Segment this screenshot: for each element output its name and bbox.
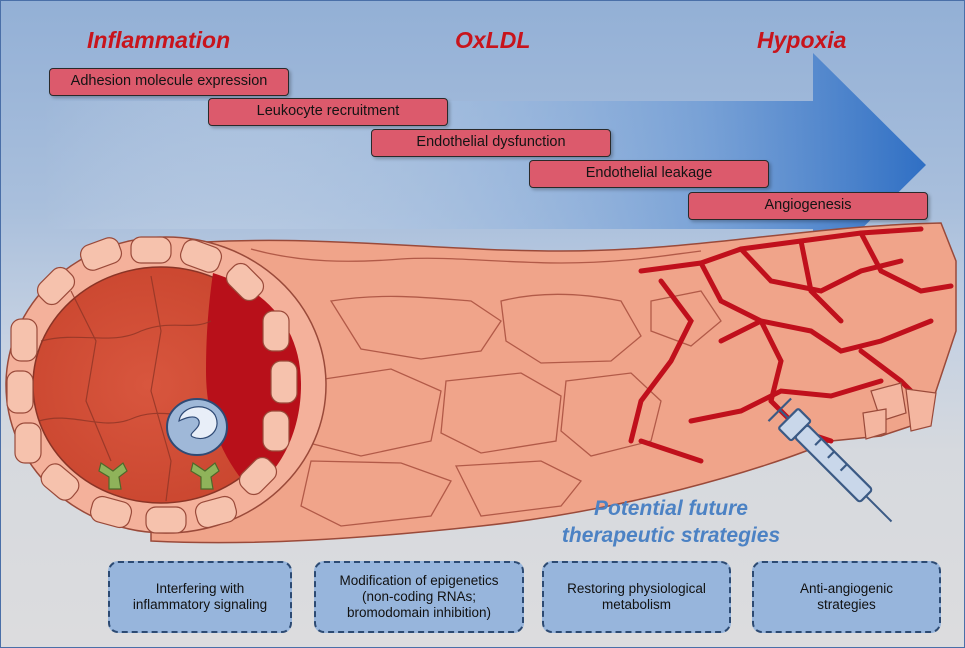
step-angiogenesis: Angiogenesis (688, 192, 928, 220)
therapy-box-line: inflammatory signaling (132, 597, 268, 612)
header-hypoxia: Hypoxia (757, 27, 847, 53)
step-endothelial-leakage: Endothelial leakage (529, 160, 769, 188)
therapy-box-line: Modification of epigenetics (339, 573, 499, 588)
therapy-title: Potential future therapeutic strategies (521, 495, 821, 549)
therapy-box-line: Restoring physiological (567, 581, 706, 596)
adhesion-molecule-icon (98, 462, 220, 490)
syringe-icon (767, 397, 893, 523)
therapy-box-epigenetics: Modification of epigenetics (non-coding … (314, 561, 524, 633)
therapy-box-inflammatory-signaling: Interfering with inflammatory signaling (108, 561, 292, 633)
therapy-box-line: Anti-angiogenic (799, 581, 894, 596)
vessel-body (150, 222, 957, 544)
therapy-title-line2: therapeutic strategies (561, 524, 781, 547)
cross-section (5, 236, 327, 534)
therapy-box-line: Interfering with (155, 581, 245, 596)
header-oxldl: OxLDL (455, 27, 531, 53)
step-adhesion-molecule-expression: Adhesion molecule expression (49, 68, 289, 96)
therapy-title-line1: Potential future (593, 497, 748, 520)
therapy-box-anti-angiogenic: Anti-angiogenic strategies (752, 561, 941, 633)
therapy-box-line: bromodomain inhibition) (346, 605, 492, 620)
step-leukocyte-recruitment: Leukocyte recruitment (208, 98, 448, 126)
header-inflammation: Inflammation (87, 27, 231, 53)
vessel-fragments (862, 382, 937, 440)
step-endothelial-dysfunction: Endothelial dysfunction (371, 129, 611, 157)
therapy-box-metabolism: Restoring physiological metabolism (542, 561, 731, 633)
therapy-box-line: (non-coding RNAs; (361, 589, 477, 604)
therapy-box-line: metabolism (601, 597, 671, 612)
therapy-box-line: strategies (817, 597, 876, 612)
